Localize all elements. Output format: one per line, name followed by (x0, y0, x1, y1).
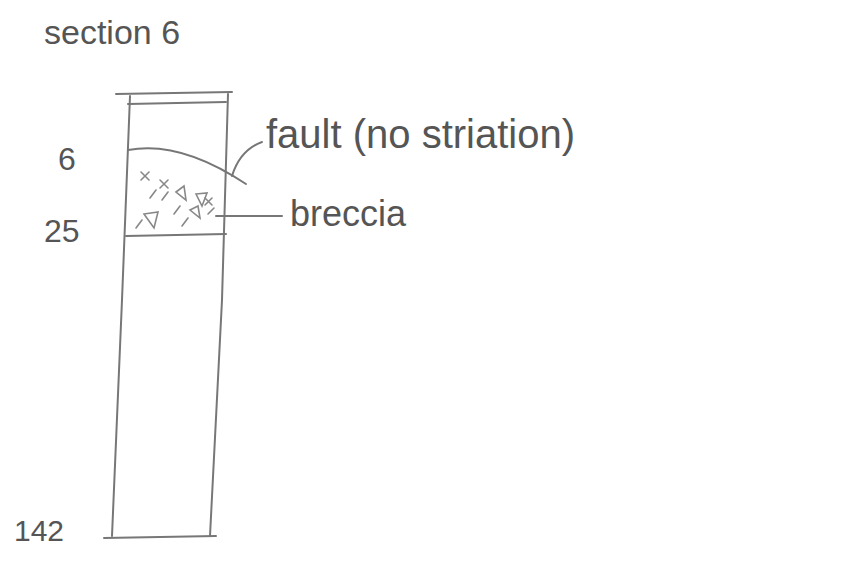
leader-line (216, 215, 282, 217)
depth-label: 6 (58, 142, 76, 177)
fault-note: fault (no striation) (266, 112, 575, 156)
column-top-inner (128, 102, 226, 104)
column-top (116, 92, 232, 94)
section-title: section 6 (44, 14, 180, 51)
lithology-note: breccia (290, 194, 406, 234)
depth-label: 25 (44, 214, 80, 249)
leader-line (232, 142, 262, 176)
column-left (112, 96, 130, 536)
column-bottom (104, 536, 216, 538)
breccia-symbols (136, 172, 214, 228)
depth-label: 142 (14, 514, 64, 547)
depth-boundary (126, 234, 226, 236)
fault-line (128, 148, 246, 184)
column-right (210, 94, 228, 536)
